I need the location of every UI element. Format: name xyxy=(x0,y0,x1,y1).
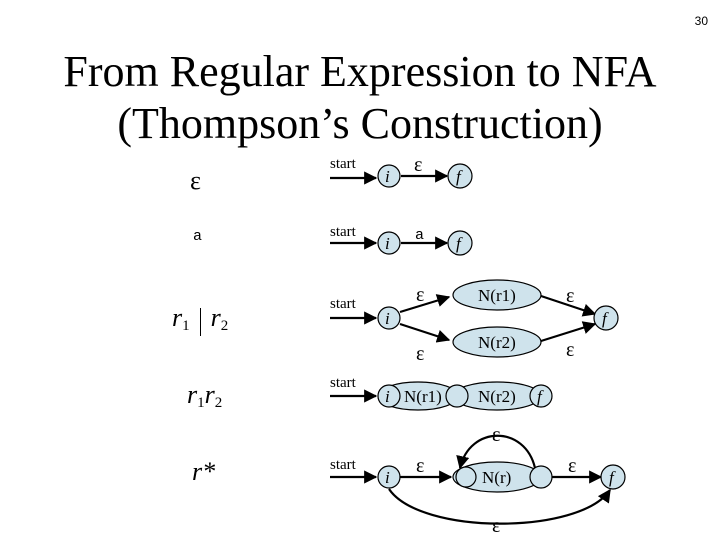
state-f-label-row2: f xyxy=(456,234,463,253)
state-i-label-row3: i xyxy=(385,309,390,328)
edge-eps-lower-label: ε xyxy=(416,343,424,365)
edge-nr2-to-f xyxy=(540,321,597,343)
state-f-row4 xyxy=(529,384,553,408)
edge-eps-label-row1: ε xyxy=(414,154,422,176)
subnfa-r-start-state xyxy=(455,466,477,488)
edge-eps-lower-right-label: ε xyxy=(566,339,574,361)
subnfa-r-end-state xyxy=(529,465,553,489)
state-f-row2 xyxy=(447,230,473,256)
start-label-2: start xyxy=(330,224,356,240)
edge-nr1-to-f xyxy=(540,294,597,317)
state-f-row5 xyxy=(600,464,626,490)
state-i-label-row1: i xyxy=(385,167,390,186)
edge-a-label-row2: a xyxy=(415,227,424,244)
expr-epsilon: ε xyxy=(190,166,201,195)
edge-eps-exit-label: ε xyxy=(568,455,576,477)
subnfa-r2-union xyxy=(452,326,542,358)
start-label-5: start xyxy=(330,457,356,473)
edge-loop-back xyxy=(456,434,537,470)
expr-a: a xyxy=(193,228,203,245)
start-label-3: start xyxy=(330,296,356,312)
slide-title-line2: (Thompson’s Construction) xyxy=(117,99,603,148)
subnfa-r1-union-label: N(r1) xyxy=(478,286,516,305)
edge-skip xyxy=(388,488,611,525)
edge-eps-enter-label: ε xyxy=(416,455,424,477)
edge-eps-skip-label: ε xyxy=(492,515,500,537)
subnfa-r-label: N(r) xyxy=(482,468,511,487)
expr-union: r1 r2 xyxy=(172,303,228,337)
state-i-row1 xyxy=(377,164,401,188)
edge-i-to-nr1 xyxy=(399,294,451,314)
state-i-row2 xyxy=(377,231,401,255)
state-f-label-row3: f xyxy=(602,309,609,328)
edge-eps-upper-right-label: ε xyxy=(566,285,574,307)
page-number: 30 xyxy=(694,14,708,28)
start-label-4: start xyxy=(330,375,356,391)
state-f-label-row4: f xyxy=(537,387,544,406)
start-label-1: start xyxy=(330,156,356,172)
state-i-label-row2: i xyxy=(385,234,390,253)
subnfa-r2-concat-label: N(r2) xyxy=(478,387,516,406)
state-shared-row4 xyxy=(445,384,469,408)
subnfa-r1-union xyxy=(452,279,542,311)
edge-eps-upper-label: ε xyxy=(416,284,424,306)
state-i-label-row4: i xyxy=(385,387,390,406)
expr-concat: r1r2 xyxy=(187,380,223,412)
expr-star: r* xyxy=(192,457,216,486)
subnfa-r1-concat-label: N(r1) xyxy=(404,387,442,406)
edge-eps-loop-label: ε xyxy=(492,424,500,446)
state-f-row1 xyxy=(447,163,473,189)
slide-title-line1: From Regular Expression to NFA xyxy=(63,47,657,96)
state-i-row4 xyxy=(377,384,401,408)
state-i-label-row5: i xyxy=(385,468,390,487)
edge-i-to-nr2 xyxy=(399,322,451,343)
state-f-label-row1: f xyxy=(456,167,463,186)
state-i-row3 xyxy=(377,306,401,330)
subnfa-r2-union-label: N(r2) xyxy=(478,333,516,352)
state-f-row3 xyxy=(593,305,619,331)
state-f-label-row5: f xyxy=(609,468,616,487)
